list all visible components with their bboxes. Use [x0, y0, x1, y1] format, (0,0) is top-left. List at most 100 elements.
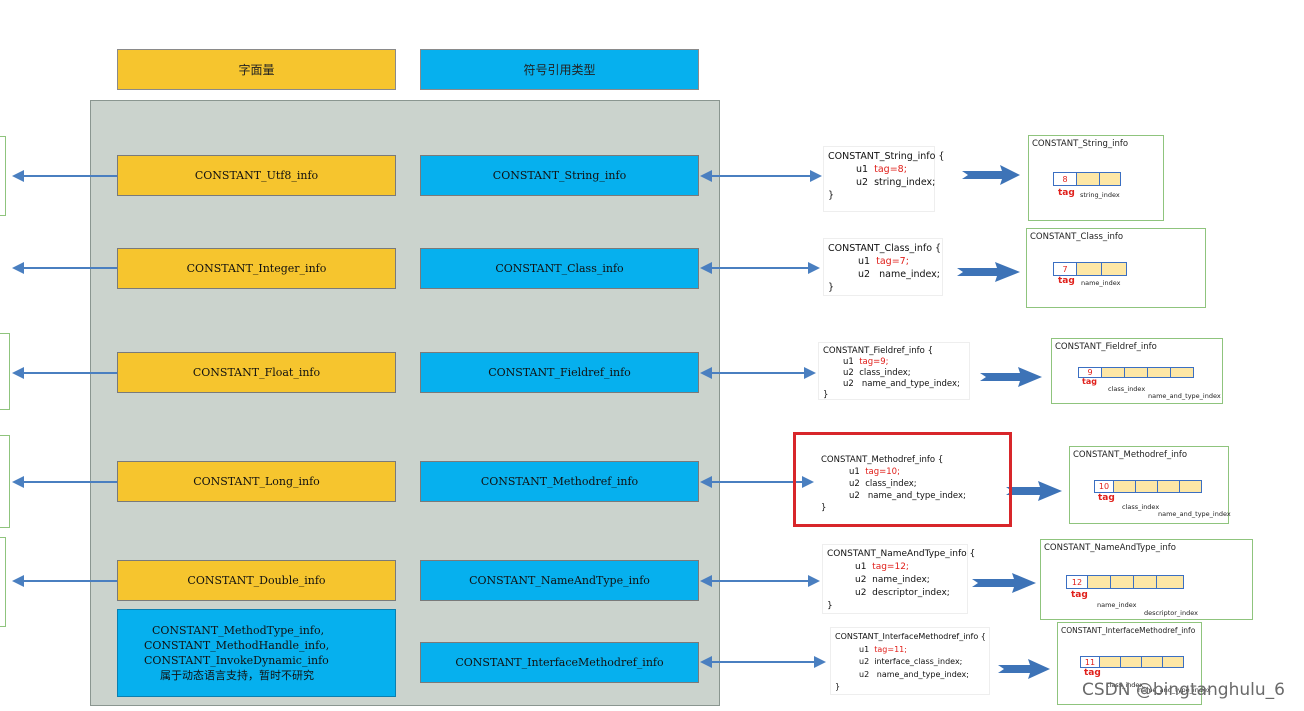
- code-tag: tag=8;: [874, 164, 907, 175]
- dynamic-line-2: CONSTANT_MethodHandle_info,: [144, 639, 330, 652]
- field-byte: [1101, 367, 1125, 378]
- code-class-info: CONSTANT_Class_info { u1 tag=7; u2 name_…: [823, 238, 943, 296]
- code-close: }: [827, 601, 833, 611]
- tag-label: tag: [1058, 188, 1075, 198]
- layout-string-info: CONSTANT_String_info 8 tag string_index: [1028, 135, 1164, 221]
- field-label: class_index: [1108, 385, 1146, 393]
- field-byte: [1141, 656, 1163, 668]
- code-close: }: [828, 190, 835, 201]
- literal-float-label: CONSTANT_Float_info: [192, 366, 321, 379]
- code-nameandtype-info: CONSTANT_NameAndType_info { u1 tag=12; u…: [822, 544, 976, 614]
- field-label: name_and_type_index: [1138, 686, 1211, 694]
- field-byte: [1110, 575, 1134, 589]
- field-byte: [1156, 575, 1184, 589]
- code-close: }: [821, 503, 827, 513]
- symref-nameandtype-label: CONSTANT_NameAndType_info: [469, 574, 650, 587]
- literal-double: CONSTANT_Double_info: [117, 560, 396, 601]
- code-open: CONSTANT_InterfaceMethodref_info {: [835, 632, 986, 641]
- field-byte: [1135, 480, 1158, 493]
- layout-methodref-info: CONSTANT_Methodref_info 10 tag class_ind…: [1069, 446, 1231, 524]
- code-open: CONSTANT_Class_info {: [828, 243, 942, 254]
- tag-label: tag: [1084, 668, 1101, 678]
- code-open: CONSTANT_Methodref_info {: [821, 455, 944, 465]
- code-open: CONSTANT_NameAndType_info {: [827, 549, 976, 559]
- symref-interfacemethodref-label: CONSTANT_InterfaceMethodref_info: [455, 656, 664, 669]
- dynamic-line-3: CONSTANT_InvokeDynamic_info: [144, 654, 329, 667]
- field-label: name_and_type_index: [1158, 510, 1231, 518]
- code-close: }: [828, 282, 835, 293]
- layout-title: CONSTANT_InterfaceMethodref_info: [1061, 626, 1196, 635]
- literal-integer-label: CONSTANT_Integer_info: [186, 262, 327, 275]
- code-tag: tag=7;: [876, 256, 909, 267]
- layout-fieldref-info: CONSTANT_Fieldref_info 9 tag class_index…: [1051, 338, 1223, 404]
- field-byte: [1157, 480, 1180, 493]
- symref-class-label: CONSTANT_Class_info: [495, 262, 624, 275]
- code-u1: u1: [859, 644, 870, 654]
- tag-label: tag: [1058, 276, 1075, 286]
- symref-string-label: CONSTANT_String_info: [492, 169, 627, 182]
- symref-string: CONSTANT_String_info: [420, 155, 699, 196]
- field-label: string_index: [1080, 191, 1120, 199]
- code-field: u2 name_index;: [858, 269, 941, 280]
- tag-byte: 12: [1066, 575, 1088, 589]
- block-arrow-interfacemethodref: [998, 659, 1050, 679]
- code-methodref-info: CONSTANT_Methodref_info { u1 tag=10; u2 …: [817, 451, 993, 518]
- layout-title: CONSTANT_NameAndType_info: [1044, 543, 1176, 553]
- field-byte: [1133, 575, 1157, 589]
- methodref-highlight-frame: [793, 432, 1012, 527]
- symbolic-header-label: 符号引用类型: [523, 63, 596, 77]
- tag-byte: 8: [1053, 172, 1077, 186]
- field-byte: [1099, 172, 1121, 186]
- code-u1: u1: [849, 467, 860, 477]
- literal-integer: CONSTANT_Integer_info: [117, 248, 396, 289]
- field-label: name_and_type_index: [1148, 392, 1221, 400]
- symref-fieldref-label: CONSTANT_Fieldref_info: [488, 366, 631, 379]
- tag-label: tag: [1082, 377, 1097, 386]
- field-label: name_index: [1097, 601, 1137, 609]
- field-byte: [1179, 480, 1202, 493]
- left-box-3: [0, 435, 10, 528]
- code-open: CONSTANT_Fieldref_info {: [823, 346, 933, 356]
- symref-nameandtype: CONSTANT_NameAndType_info: [420, 560, 699, 601]
- layout-title: CONSTANT_String_info: [1032, 139, 1129, 149]
- symbolic-header: 符号引用类型: [420, 49, 699, 90]
- block-arrow-nameandtype: [972, 573, 1036, 593]
- constant-pool-panel: [90, 100, 720, 706]
- field-byte: [1120, 656, 1142, 668]
- code-close: }: [823, 390, 829, 400]
- symref-methodref-label: CONSTANT_Methodref_info: [480, 475, 639, 488]
- field-byte: [1087, 575, 1111, 589]
- code-tag: tag=9;: [859, 357, 889, 367]
- left-box-4: [0, 537, 6, 627]
- field-byte: [1076, 262, 1102, 276]
- field-byte: [1124, 367, 1148, 378]
- code-tag: tag=12;: [872, 562, 909, 572]
- literal-long-label: CONSTANT_Long_info: [193, 475, 320, 488]
- code-open: CONSTANT_String_info {: [828, 151, 945, 162]
- dynamic-line-1: CONSTANT_MethodType_info,: [152, 624, 325, 637]
- field-label: class_index: [1106, 681, 1144, 689]
- code-field: u2 string_index;: [856, 177, 936, 188]
- code-field-2: u2 descriptor_index;: [855, 588, 950, 598]
- code-field-2: u2 name_and_type_index;: [843, 379, 960, 389]
- symref-class: CONSTANT_Class_info: [420, 248, 699, 289]
- field-byte: [1147, 367, 1171, 378]
- code-u1: u1: [843, 357, 854, 367]
- block-arrow-class: [957, 262, 1020, 282]
- code-tag: tag=11;: [874, 644, 907, 654]
- field-byte: [1099, 656, 1121, 668]
- code-fieldref-info: CONSTANT_Fieldref_info { u1 tag=9; u2 cl…: [818, 342, 970, 400]
- literal-utf8-label: CONSTANT_Utf8_info: [194, 169, 319, 182]
- literal-double-label: CONSTANT_Double_info: [187, 574, 326, 587]
- code-field-1: u2 class_index;: [849, 479, 917, 489]
- csdn-watermark: CSDN @bingtanghulu_6: [1082, 680, 1285, 700]
- tag-label: tag: [1098, 493, 1115, 503]
- code-u1: u1: [855, 562, 867, 572]
- code-field-2: u2 name_and_type_index;: [859, 669, 969, 679]
- code-interfacemethodref-info: CONSTANT_InterfaceMethodref_info { u1 ta…: [830, 627, 990, 695]
- dynamic-note: 属于动态语言支持，暂时不研究: [160, 669, 314, 682]
- layout-nameandtype-info: CONSTANT_NameAndType_info 12 tag name_in…: [1040, 539, 1253, 620]
- code-u1: u1: [856, 164, 869, 175]
- tag-byte: 7: [1053, 262, 1077, 276]
- block-arrow-fieldref: [980, 367, 1042, 387]
